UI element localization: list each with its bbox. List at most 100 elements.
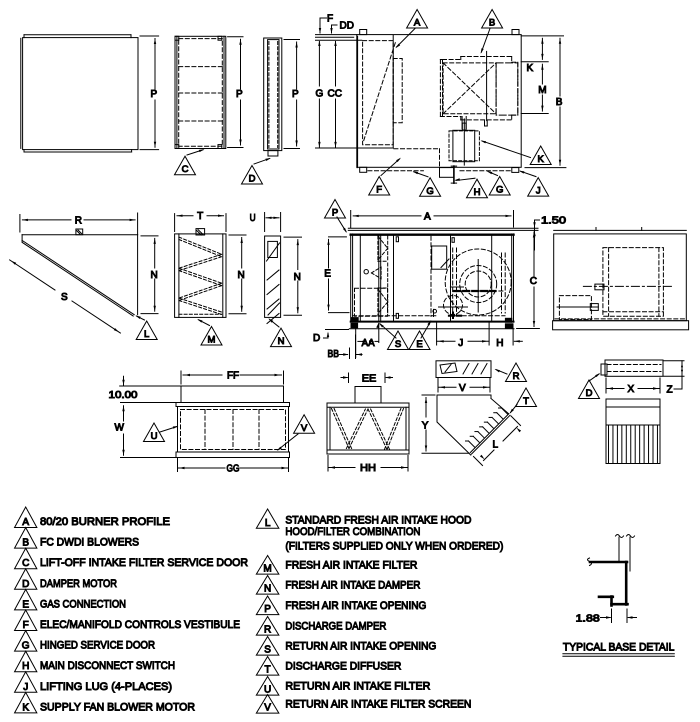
svg-text:DISCHARGE DAMPER: DISCHARGE DAMPER — [285, 621, 386, 633]
svg-text:D: D — [586, 388, 593, 399]
svg-text:D: D — [249, 174, 256, 185]
svg-text:Y: Y — [422, 421, 429, 432]
svg-text:U: U — [250, 213, 256, 224]
svg-text:X: X — [628, 384, 635, 395]
svg-text:FC DWDI BLOWERS: FC DWDI BLOWERS — [40, 537, 139, 549]
svg-text:P: P — [292, 89, 299, 100]
svg-text:C: C — [182, 164, 189, 175]
svg-text:N: N — [294, 272, 301, 283]
svg-text:GAS CONNECTION: GAS CONNECTION — [40, 598, 126, 610]
svg-text:S: S — [61, 292, 68, 303]
svg-text:P: P — [264, 604, 271, 615]
svg-text:E: E — [324, 269, 331, 280]
svg-text:M: M — [263, 564, 271, 575]
svg-text:C: C — [22, 558, 29, 569]
svg-text:L: L — [265, 518, 271, 529]
svg-text:U: U — [151, 431, 158, 442]
svg-text:T: T — [523, 396, 529, 407]
svg-text:T: T — [265, 665, 271, 676]
svg-text:F: F — [376, 185, 382, 196]
svg-text:DAMPER MOTOR: DAMPER MOTOR — [40, 578, 117, 590]
svg-text:ELEC/MANIFOLD CONTROLS VESTIBU: ELEC/MANIFOLD CONTROLS VESTIBULE — [40, 619, 240, 631]
svg-text:RETURN AIR INTAKE OPENING: RETURN AIR INTAKE OPENING — [285, 641, 436, 653]
svg-text:CC: CC — [328, 88, 342, 99]
svg-text:P: P — [332, 208, 338, 219]
svg-text:G: G — [426, 186, 433, 197]
svg-text:R: R — [264, 625, 271, 636]
svg-text:TYPICAL BASE DETAIL: TYPICAL BASE DETAIL — [563, 642, 675, 654]
svg-text:Z: Z — [667, 385, 673, 396]
svg-text:V: V — [301, 423, 308, 434]
svg-text:D: D — [22, 579, 29, 590]
svg-text:1.50: 1.50 — [541, 216, 567, 227]
svg-text:K: K — [527, 63, 534, 74]
svg-text:LIFT-OFF INTAKE FILTER SERVICE: LIFT-OFF INTAKE FILTER SERVICE DOOR — [40, 557, 248, 569]
svg-text:A: A — [414, 18, 421, 29]
svg-text:H: H — [22, 661, 29, 672]
svg-text:T: T — [197, 211, 203, 222]
svg-text:A: A — [22, 517, 29, 528]
svg-text:G: G — [22, 641, 30, 652]
svg-text:1.88: 1.88 — [576, 614, 601, 625]
svg-text:B: B — [556, 97, 563, 108]
svg-text:J: J — [536, 186, 541, 197]
svg-text:E: E — [22, 599, 29, 610]
svg-text:A: A — [424, 211, 431, 222]
svg-text:S: S — [264, 645, 271, 656]
svg-text:SUPPLY FAN BLOWER MOTOR: SUPPLY FAN BLOWER MOTOR — [40, 701, 195, 713]
svg-text:FRESH AIR INTAKE DAMPER: FRESH AIR INTAKE DAMPER — [285, 580, 420, 592]
svg-text:80/20 BURNER PROFILE: 80/20 BURNER PROFILE — [40, 516, 170, 528]
svg-text:N: N — [264, 584, 271, 595]
svg-text:V: V — [264, 703, 271, 714]
svg-text:STANDARD FRESH AIR INTAKE HOOD: STANDARD FRESH AIR INTAKE HOOD — [285, 515, 471, 527]
svg-text:J: J — [23, 682, 28, 693]
svg-text:G: G — [496, 185, 503, 196]
svg-text:R: R — [513, 371, 520, 382]
svg-text:D: D — [313, 333, 320, 344]
svg-text:N: N — [238, 270, 245, 281]
svg-text:RETURN AIR INTAKE FILTER: RETURN AIR INTAKE FILTER — [285, 681, 430, 693]
svg-text:F: F — [327, 14, 333, 25]
svg-text:BB: BB — [328, 349, 340, 360]
svg-text:K: K — [22, 702, 29, 713]
svg-text:F: F — [23, 620, 29, 631]
svg-text:GG: GG — [227, 464, 240, 475]
svg-text:HH: HH — [360, 463, 376, 474]
svg-text:N: N — [278, 336, 285, 347]
svg-text:W: W — [115, 423, 125, 434]
svg-text:N: N — [151, 270, 158, 281]
svg-text:H: H — [496, 338, 503, 349]
svg-text:AA: AA — [362, 338, 375, 349]
svg-text:B: B — [22, 538, 29, 549]
svg-text:FF: FF — [227, 371, 239, 382]
svg-text:P: P — [236, 89, 243, 100]
svg-text:E: E — [416, 339, 422, 350]
svg-text:V: V — [459, 383, 466, 394]
svg-text:C: C — [530, 276, 537, 287]
svg-text:HINGED SERVICE DOOR: HINGED SERVICE DOOR — [40, 640, 155, 652]
svg-text:K: K — [538, 154, 545, 165]
svg-text:B: B — [489, 18, 495, 29]
svg-text:HOOD/FILTER COMBINATION: HOOD/FILTER COMBINATION — [285, 526, 420, 538]
svg-text:DISCHARGE DIFFUSER: DISCHARGE DIFFUSER — [285, 661, 401, 673]
svg-text:L: L — [493, 440, 499, 451]
svg-text:M: M — [208, 335, 216, 346]
svg-text:G: G — [316, 88, 324, 99]
svg-text:P: P — [151, 89, 158, 100]
svg-text:S: S — [395, 339, 401, 350]
svg-text:EE: EE — [362, 373, 377, 384]
svg-text:M: M — [538, 85, 546, 96]
svg-text:MAIN DISCONNECT SWITCH: MAIN DISCONNECT SWITCH — [40, 660, 175, 672]
svg-text:DD: DD — [340, 21, 354, 32]
svg-text:R: R — [75, 215, 82, 226]
svg-text:LIFTING LUG (4-PLACES): LIFTING LUG (4-PLACES) — [40, 681, 172, 693]
svg-text:FRESH AIR INTAKE FILTER: FRESH AIR INTAKE FILTER — [285, 560, 417, 572]
svg-text:FRESH AIR INTAKE OPENING: FRESH AIR INTAKE OPENING — [285, 600, 426, 612]
svg-text:10.00: 10.00 — [109, 390, 139, 401]
svg-text:L: L — [144, 329, 149, 340]
svg-text:U: U — [264, 685, 271, 696]
svg-text:J: J — [458, 338, 463, 349]
svg-text:(FILTERS SUPPLIED ONLY WHEN OR: (FILTERS SUPPLIED ONLY WHEN ORDERED) — [285, 541, 503, 553]
svg-text:RETURN AIR INTAKE FILTER SCREE: RETURN AIR INTAKE FILTER SCREEN — [285, 699, 471, 711]
svg-text:H: H — [474, 187, 481, 198]
